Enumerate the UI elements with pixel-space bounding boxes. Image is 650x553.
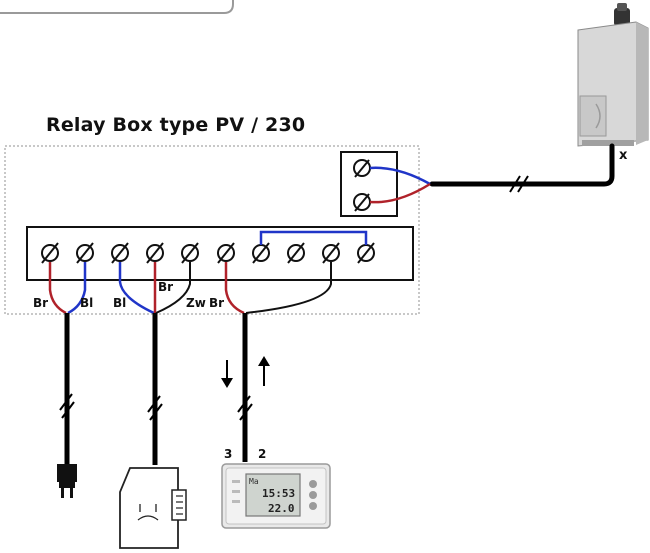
relay-box-title: Relay Box type PV / 230 — [46, 114, 306, 136]
terminal-10 — [357, 242, 375, 264]
output-terminal-block — [340, 151, 398, 217]
terminal-2 — [76, 242, 94, 264]
output-terminal-top — [353, 159, 371, 178]
output-terminal-bottom — [353, 193, 371, 212]
heater-cable-break — [509, 175, 529, 193]
wire-br-right — [224, 262, 245, 315]
terminal-9 — [322, 242, 340, 264]
wire-label-br-right: Br — [209, 296, 225, 310]
wire-label-br-mid: Br — [158, 280, 174, 294]
wire-label-zw: Zw — [186, 296, 206, 310]
main-terminal-strip — [26, 226, 414, 281]
terminal-6 — [217, 242, 235, 264]
down-arrow-icon — [221, 360, 233, 388]
wire-label-bl-mid: Bl — [113, 296, 127, 310]
wire-br-left — [48, 262, 67, 315]
output-wire-blue — [369, 166, 431, 186]
wire-black-right — [245, 262, 332, 314]
blue-bridge-wire — [259, 230, 368, 245]
terminal-4 — [146, 242, 164, 264]
terminal-1 — [41, 242, 59, 264]
wire-bl-mid — [118, 262, 155, 315]
thermostat-temp: 22.0 — [268, 502, 295, 515]
mains-plug-icon — [57, 464, 77, 498]
heater-mark: x — [619, 148, 628, 163]
socket-cable-break — [147, 395, 163, 421]
heater-cable — [429, 143, 615, 187]
wire-zw — [155, 262, 191, 314]
top-left-frame — [0, 0, 234, 14]
wire-bl-left — [67, 262, 87, 315]
socket-adapter-icon — [119, 467, 187, 549]
terminal-8 — [287, 242, 305, 264]
thermostat-time: 15:53 — [262, 487, 295, 500]
thermostat-day: Ma — [249, 477, 259, 486]
wire-label-br-left: Br — [33, 296, 49, 310]
output-wire-red — [369, 182, 431, 204]
thermostat-terminal-2: 2 — [258, 447, 267, 461]
terminal-5 — [181, 242, 199, 264]
thermostat-cable-break — [237, 395, 253, 421]
relay-box-outline — [4, 145, 420, 315]
mains-cable-break — [59, 393, 75, 419]
thermostat-terminal-3: 3 — [224, 447, 233, 461]
terminal-7 — [252, 242, 270, 264]
wire-label-bl-left: Bl — [80, 296, 94, 310]
room-thermostat — [221, 463, 331, 529]
heater-unit — [577, 3, 649, 147]
terminal-3 — [111, 242, 129, 264]
up-arrow-icon — [258, 356, 270, 386]
